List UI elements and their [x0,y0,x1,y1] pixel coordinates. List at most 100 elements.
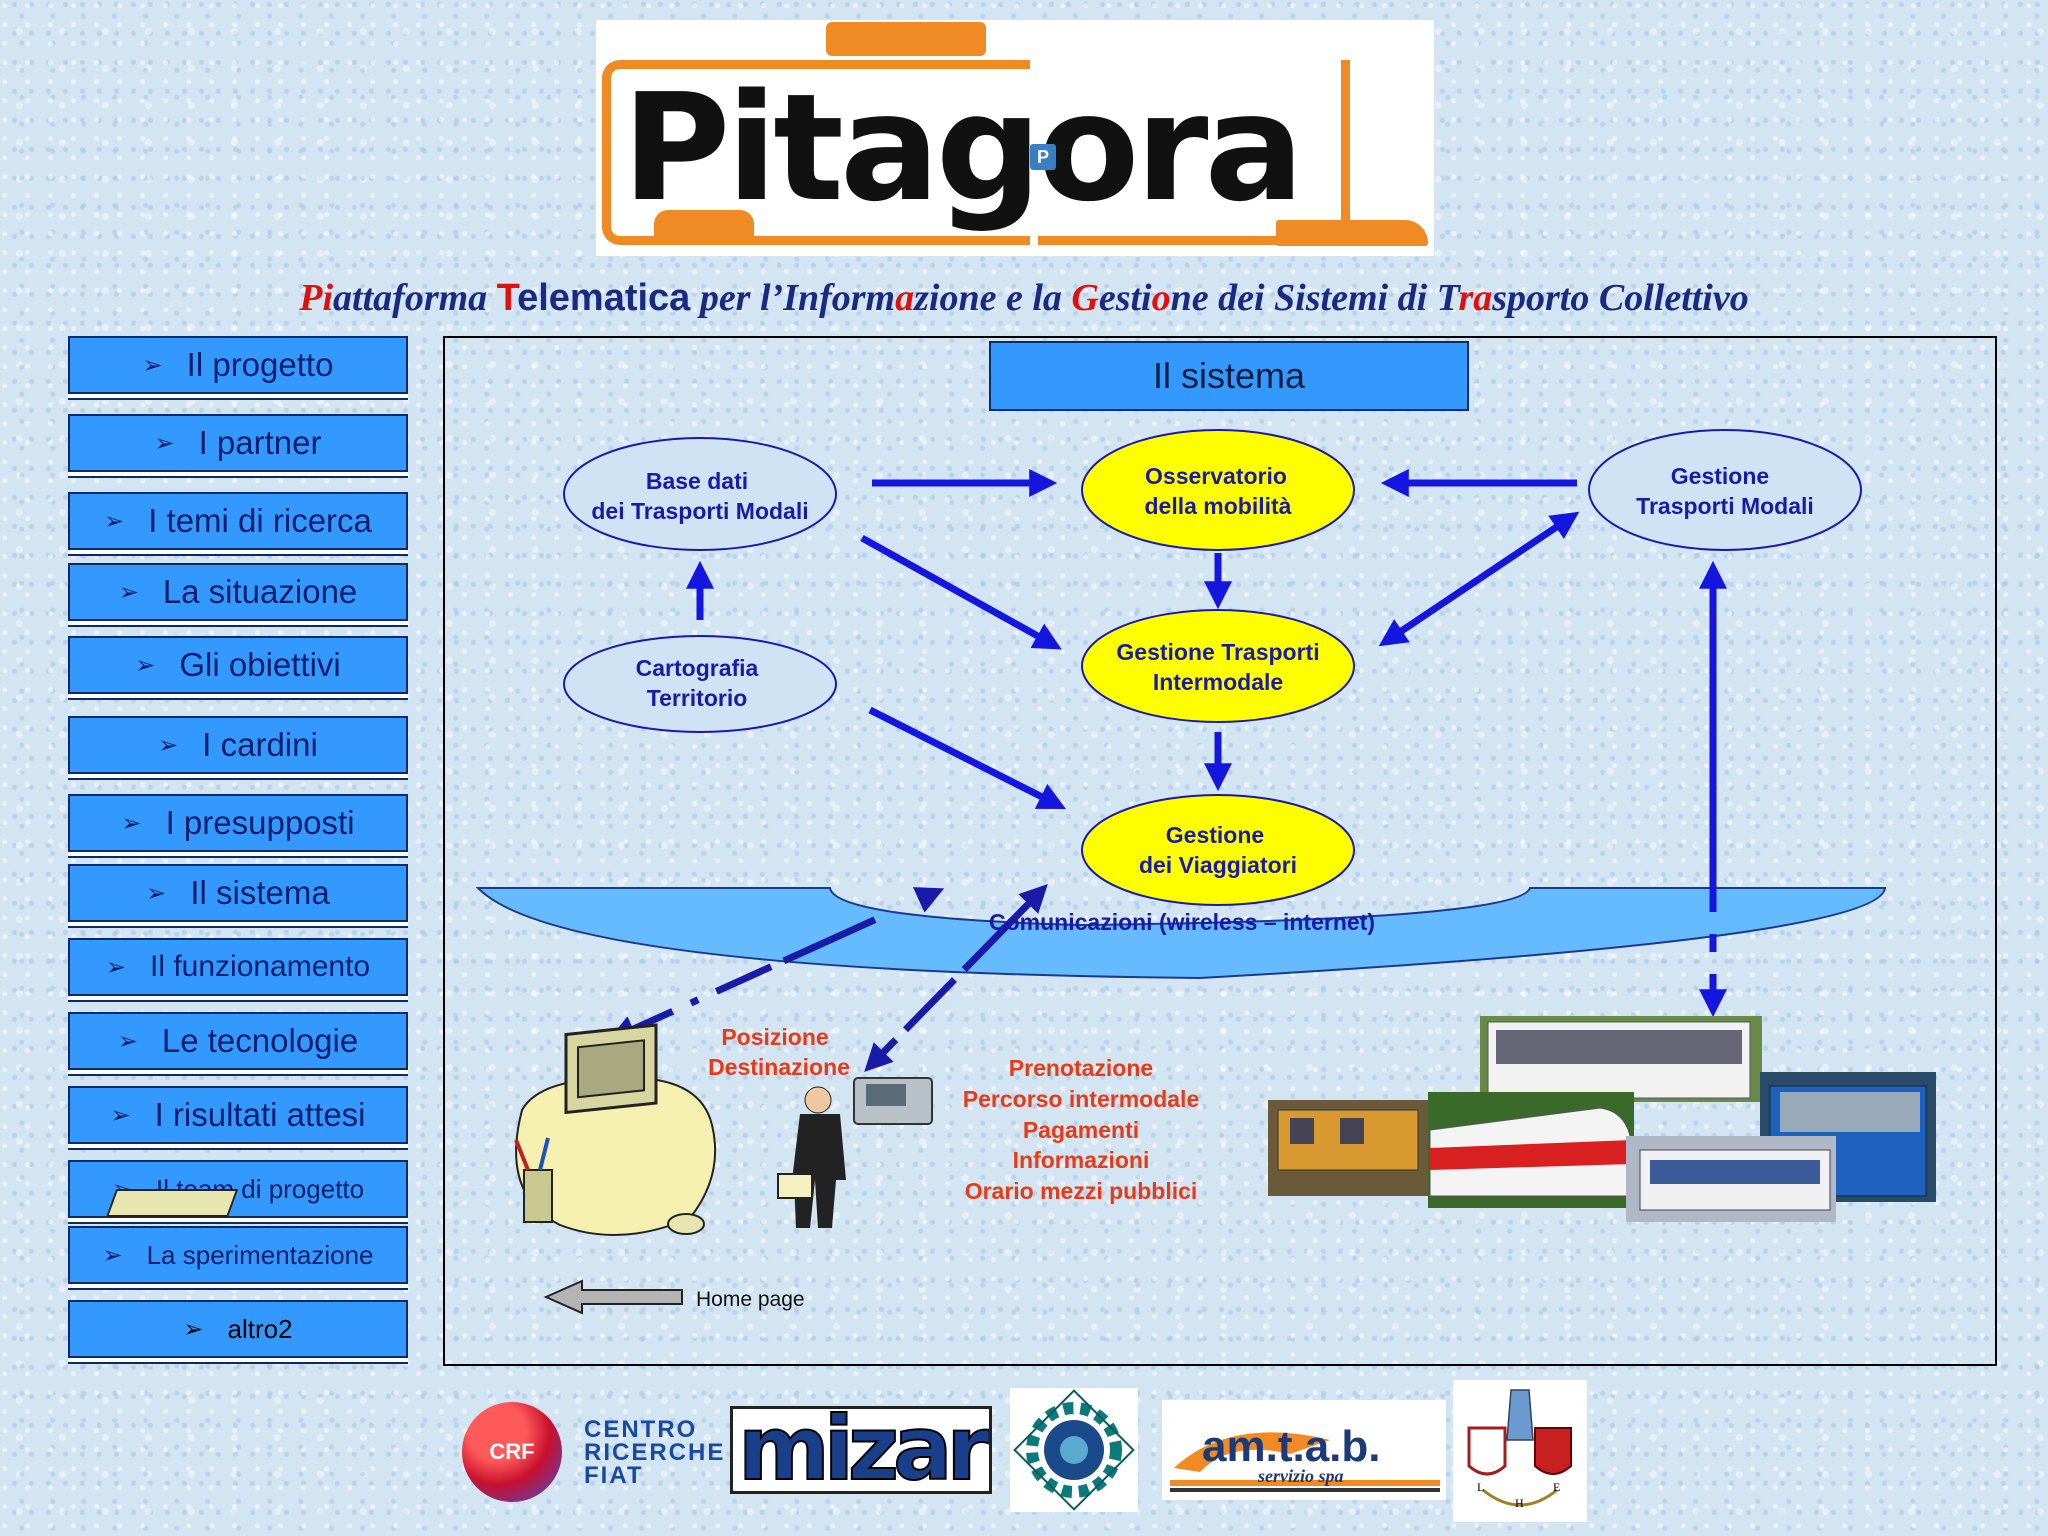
node-cartografia [563,635,837,733]
service-orario: Orario mezzi pubblici [965,1178,1198,1204]
node-gestione-modali [1588,429,1862,551]
crest-icon [1467,1389,1572,1507]
nav-item-label: I cardini [202,726,318,763]
nav-item-label: Le tecnologie [161,1022,359,1059]
modali-line-1: Gestione [1671,463,1769,489]
section-title: Il sistema [989,341,1469,411]
viaggiatori-line-1: Gestione [1166,822,1264,848]
car-icon [654,210,754,240]
node-gestione-intermodale [1081,609,1355,723]
base-dati-line-2: dei Trasporti Modali [591,498,808,524]
amtab-swoosh-icon [1170,1432,1440,1492]
bullet-arrow-icon: ➢ [118,578,139,606]
nav-item-label: I risultati attesi [154,1096,366,1133]
bullet-arrow-icon: ➢ [104,507,125,535]
amtab-wordmark: am.t.a.b. [1202,1422,1381,1471]
crf-line-1: CENTRO [584,1416,698,1443]
nav-item-il-sistema[interactable]: ➢Il sistema [68,864,408,922]
cartografia-line-2: Territorio [647,685,748,711]
subtitle-segment: T [496,277,518,319]
bullet-arrow-icon: ➢ [135,651,156,679]
gear-seal-logo [1010,1388,1138,1512]
base-dati-line-1: Base dati [646,468,748,494]
subtitle-segment: elematica [517,277,691,319]
bullet-arrow-icon: ➢ [105,953,126,981]
arrow-intermodale-modali [1378,511,1580,647]
nav-item-altro2[interactable]: ➢ altro2 [68,1300,408,1358]
node-gestione-viaggiatori [1081,794,1355,906]
nav-item-i-temi-di-ricerca[interactable]: ➢ I temi di ricerca [68,492,408,550]
arrow-phone-network [864,883,1048,1073]
logo-frame [602,60,1030,245]
service-informazioni: Informazioni [1013,1147,1150,1173]
bullet-arrow-icon: ➢ [102,1241,123,1269]
bullet-arrow-icon: ➢ [158,731,179,759]
posizione-label: Posizione [721,1024,828,1050]
nav-item-i-presupposti[interactable]: ➢ I presupposti [68,794,408,852]
intermodale-line-2: Intermodale [1153,669,1283,695]
subtitle-segment: attaforma [333,277,497,319]
subtitle-segment: o [1151,277,1171,319]
mizar-logo: mizar [730,1406,992,1494]
nav-item-label: I partner [198,424,322,461]
handheld-device-icon [853,1077,933,1125]
nav-item-label: Gli obiettivi [179,646,341,683]
pitagora-logo: Pitagora P [596,20,1434,256]
bullet-arrow-icon: ➢ [142,351,163,379]
node-base-dati [563,437,837,551]
nav-item-la-situazione[interactable]: ➢La situazione [68,563,408,621]
gear-icon [1013,1389,1135,1511]
logo-wordmark: Pitagora [622,62,1304,234]
service-percorso: Percorso intermodale [963,1086,1199,1112]
nav-item-la-sperimentazione[interactable]: ➢ La sperimentazione [68,1226,408,1284]
municipal-crest-logo: L H E [1453,1380,1587,1522]
nav-item-label: I temi di ricerca [148,502,372,539]
nav-item-i-risultati-attesi[interactable]: ➢ I risultati attesi [68,1086,408,1144]
nav-item-label: altro2 [227,1313,293,1344]
crest-letter-l: L [1477,1480,1485,1494]
subtitle-segment: esti [1098,277,1152,319]
bullet-arrow-icon: ➢ [183,1315,204,1343]
communications-label: Comunicazioni (wireless – internet) [989,909,1375,935]
nav-item-i-partner[interactable]: ➢ I partner [68,414,408,472]
node-osservatorio [1081,429,1355,551]
nav-item-label: Il progetto [186,346,334,383]
subtitle-segment: ne dei Sistemi di T [1170,277,1459,319]
nav-item-i-cardini[interactable]: ➢ I cardini [68,716,408,774]
subtitle-segment: ra [1458,277,1493,319]
traveller-icon [777,1086,846,1228]
cartografia-line-1: Cartografia [636,655,759,681]
vehicles-photo [1268,1016,1936,1222]
nav-item-il-progetto[interactable]: ➢ Il progetto [68,336,408,394]
bullet-arrow-icon: ➢ [110,1101,131,1129]
nav-item-label: La sperimentazione [146,1239,374,1270]
nav-item-le-tecnologie[interactable]: ➢ Le tecnologie [68,1012,408,1070]
bullet-arrow-icon: ➢ [117,1027,138,1055]
subtitle-segment: G [1071,277,1099,319]
subtitle-segment: a [895,277,915,319]
osservatorio-line-2: della mobilità [1145,493,1292,519]
parking-icon: P [1030,144,1056,170]
bullet-arrow-icon: ➢ [154,429,175,457]
nav-item-gli-obiettivi[interactable]: ➢ Gli obiettivi [68,636,408,694]
subtitle-segment: zione e la [914,277,1072,319]
home-page-link[interactable]: Home page [543,1279,805,1315]
amtab-logo: am.t.a.b. servizio spa [1162,1400,1446,1500]
page-subtitle: Piattaforma Telematica per l’Informazion… [0,276,2048,320]
diagram-panel [443,336,1997,1366]
crest-letter-e: E [1553,1480,1561,1494]
home-page-label[interactable]: Home page [696,1288,805,1311]
service-pagamenti: Pagamenti [1023,1117,1139,1143]
logo-frame-right [1038,60,1350,245]
nav-item-il-funzionamento[interactable]: ➢Il funzionamento [68,938,408,996]
bus-icon [826,22,986,56]
subtitle-segment: sporto Collettivo [1492,277,1749,319]
osservatorio-line-1: Osservatorio [1145,463,1287,489]
arrow-cartografia-viaggiatori [868,706,1066,810]
bullet-arrow-icon: ➢ [146,879,167,907]
arrow-basedati-intermodale [860,534,1062,650]
nav-item-label: I presupposti [165,804,355,841]
back-arrow-icon[interactable] [543,1279,683,1315]
bullet-arrow-icon: ➢ [121,809,142,837]
